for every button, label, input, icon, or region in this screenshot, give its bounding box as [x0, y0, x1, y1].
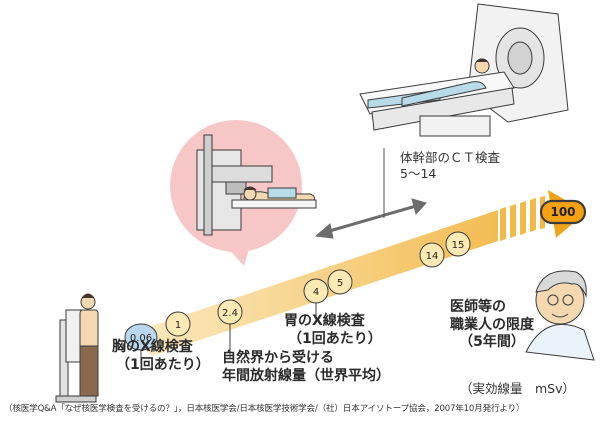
stomach-xray-label-line2: （1回あたり）	[288, 330, 382, 347]
dose-marker-15	[445, 231, 471, 257]
dose-marker-value-1: 1	[175, 320, 181, 331]
source-caption: （核医学Q&A「なぜ核医学検査を受けるの？」，日本核医学会/日本核医学技術学会/…	[4, 404, 525, 414]
natural-radiation-label-line1: 自然界から受ける	[222, 350, 334, 366]
dose-marker-value-2-4: 2.4	[222, 308, 238, 319]
dose-marker-0-06	[124, 323, 158, 351]
ct-scan-label: 体幹部のＣＴ検査 5〜14	[400, 150, 500, 181]
chest-xray-label-line1: 胸のX線検査	[112, 339, 193, 355]
chest-xray-label: 胸のX線検査 （1回あたり）	[112, 339, 210, 374]
dose-marker-value-15: 15	[452, 240, 465, 251]
dose-marker-value-5: 5	[337, 278, 343, 289]
natural-radiation-label: 自然界から受ける 年間放射線量（世界平均）	[222, 350, 390, 385]
occupational-limit-label-line3: （5年間）	[459, 334, 525, 350]
xray-standing-figure	[55, 293, 99, 403]
unit-label: （実効線量 mSv）	[460, 381, 576, 396]
occupational-limit-label-line1: 医師等の	[450, 299, 506, 315]
xray-lying-figure	[196, 134, 317, 236]
dose-markers: 0.06 1 2.4 4 5 14 15 100	[124, 199, 587, 364]
natural-radiation-label-line2: 年間放射線量（世界平均）	[222, 367, 390, 384]
dose-marker-value-4: 4	[313, 287, 319, 298]
dose-marker-100	[539, 199, 587, 225]
chest-xray-label-line2: （1回あたり）	[116, 356, 210, 373]
dose-marker-14	[419, 242, 445, 268]
dose-marker-1	[165, 311, 191, 337]
dose-marker-5	[327, 269, 353, 295]
ct-scan-label-line1: 体幹部のＣＴ検査	[400, 150, 501, 165]
doctor-figure	[525, 270, 595, 361]
ct-scan-label-line2: 5〜14	[400, 165, 437, 181]
occupational-limit-label-line2: 職業人の限度	[450, 316, 534, 333]
dose-band-dashes	[500, 196, 545, 241]
comparison-double-arrow	[314, 198, 427, 239]
dose-marker-4	[303, 278, 329, 304]
dose-marker-value-0-06: 0.06	[130, 333, 152, 344]
ct-scanner-figure	[359, 3, 569, 137]
stomach-xray-label: 胃のX線検査 （1回あたり）	[284, 313, 382, 348]
dose-marker-value-14: 14	[426, 251, 439, 262]
occupational-limit-label: 医師等の 職業人の限度 （5年間）	[450, 299, 534, 352]
dose-marker-2-4	[217, 299, 243, 325]
stomach-xray-label-line1: 胃のX線検査	[284, 313, 365, 329]
dose-marker-value-100: 100	[550, 205, 575, 219]
